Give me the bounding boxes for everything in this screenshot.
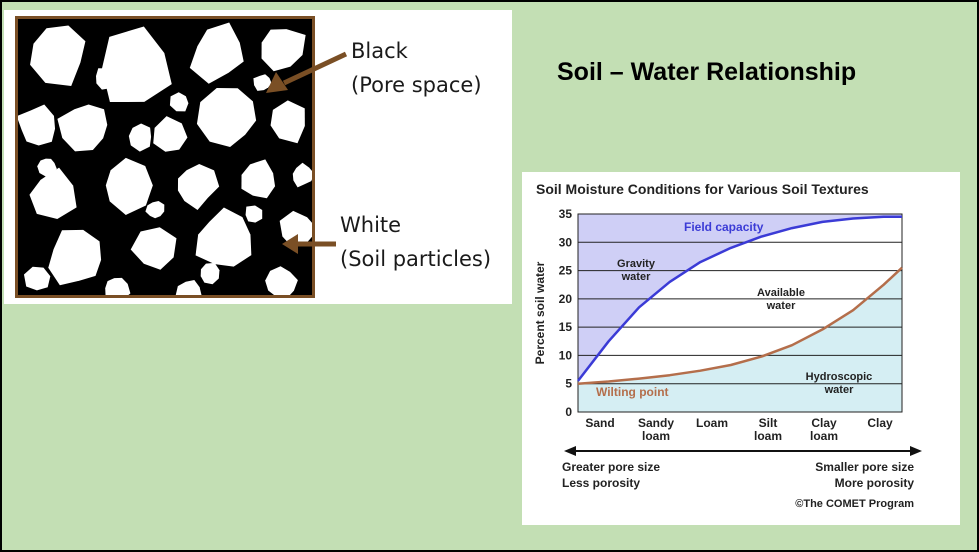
soil-moisture-chart: Soil Moisture Conditions for Various Soi… [533, 181, 922, 510]
y-tick-label: 20 [559, 292, 573, 306]
chart-panel: Soil Moisture Conditions for Various Soi… [522, 172, 960, 525]
pore-space-label-line1: Black [351, 39, 408, 63]
soil-particle [189, 22, 244, 84]
x-category-label: Clay [867, 416, 893, 430]
field-capacity-line [577, 215, 902, 382]
soil-particles-drawing [18, 22, 312, 295]
arrow-to-pore-space-icon [266, 51, 348, 93]
y-tick-label: 35 [559, 207, 573, 221]
arrow-right-icon [910, 446, 922, 456]
hydroscopic-water-label-line1: Hydroscopic [806, 371, 873, 383]
gravity-water-region [578, 214, 902, 381]
soil-particle [245, 205, 263, 223]
soil-particle [130, 227, 177, 270]
pore-size-axis [564, 446, 922, 456]
less-porosity-label: Less porosity [562, 476, 640, 490]
soil-particle [29, 167, 77, 219]
soil-particle [105, 157, 153, 215]
chart-title: Soil Moisture Conditions for Various Soi… [536, 181, 869, 197]
smaller-pore-size-label: Smaller pore size [815, 460, 914, 474]
arrow-left-icon [564, 446, 576, 456]
y-tick-labels: 0 5 10 15 20 25 30 35 [559, 207, 573, 419]
soil-particle [169, 92, 189, 112]
soil-image-panel: Black (Pore space) White (Soil particles… [4, 10, 512, 304]
gravity-water-label-line2: water [621, 271, 651, 283]
gravity-water-label-line1: Gravity [617, 258, 656, 270]
available-water-label-line1: Available [757, 287, 805, 299]
arrow-to-soil-particles-icon [282, 234, 336, 254]
soil-particle [37, 158, 57, 177]
y-tick-label: 30 [559, 235, 573, 249]
comet-credit: ©The COMET Program [795, 498, 914, 510]
soil-particle [18, 104, 56, 146]
soil-particle [292, 162, 312, 188]
soil-particle [145, 200, 165, 219]
y-tick-label: 5 [565, 377, 572, 391]
field-capacity-label: Field capacity [684, 220, 764, 234]
chart-series [577, 215, 903, 385]
soil-particle [200, 262, 220, 285]
available-water-label-line2: water [766, 300, 796, 312]
soil-particle [265, 266, 298, 295]
greater-pore-size-label: Greater pore size [562, 460, 660, 474]
x-category-label-line2: loam [642, 429, 670, 443]
soil-particle [105, 277, 131, 295]
x-category-label: Sandy [638, 416, 674, 430]
chart-regions [578, 214, 902, 412]
hydroscopic-water-region [578, 267, 902, 412]
pore-space-label: Black (Pore space) [351, 34, 482, 102]
slide-title: Soil – Water Relationship [557, 58, 857, 86]
x-category-label-line2: loam [810, 429, 838, 443]
soil-particle [253, 74, 272, 91]
soil-particle [96, 68, 118, 90]
available-water-region [578, 216, 902, 384]
hydroscopic-water-label-line2: water [824, 384, 854, 396]
soil-particle [57, 104, 108, 152]
y-tick-label: 10 [559, 348, 573, 362]
soil-particle [195, 207, 252, 267]
soil-particle [196, 88, 257, 148]
y-tick-label: 25 [559, 264, 573, 278]
soil-particles-label-line2: (Soil particles) [340, 247, 492, 271]
soil-particles-label-line1: White [340, 213, 402, 237]
soil-particle [128, 123, 152, 152]
wilting-point-line [577, 266, 903, 385]
chart-gridlines [577, 213, 903, 413]
wilting-point-label: Wilting point [596, 385, 669, 399]
soil-particle [241, 159, 276, 199]
pore-space-label-line2: (Pore space) [351, 73, 482, 97]
soil-particle [23, 266, 51, 291]
soil-particle [270, 100, 305, 144]
x-category-label: Sand [585, 416, 614, 430]
x-category-label: Loam [696, 416, 728, 430]
soil-particle [153, 116, 188, 152]
soil-particle [101, 26, 172, 102]
plot-frame [577, 213, 903, 413]
more-porosity-label: More porosity [835, 476, 915, 490]
soil-particle [261, 29, 306, 72]
soil-particles-image [15, 16, 315, 298]
soil-particle [175, 280, 202, 295]
soil-particle [279, 210, 312, 248]
soil-particle [48, 229, 102, 286]
y-tick-label: 15 [559, 320, 573, 334]
x-category-label-line2: loam [754, 429, 782, 443]
x-category-label: Clay [811, 416, 837, 430]
soil-particle [177, 163, 220, 210]
y-axis-label: Percent soil water [533, 261, 547, 364]
y-tick-label: 0 [565, 405, 572, 419]
x-category-label: Silt [759, 416, 778, 430]
soil-particle [30, 25, 86, 87]
soil-particles-label: White (Soil particles) [340, 208, 491, 276]
